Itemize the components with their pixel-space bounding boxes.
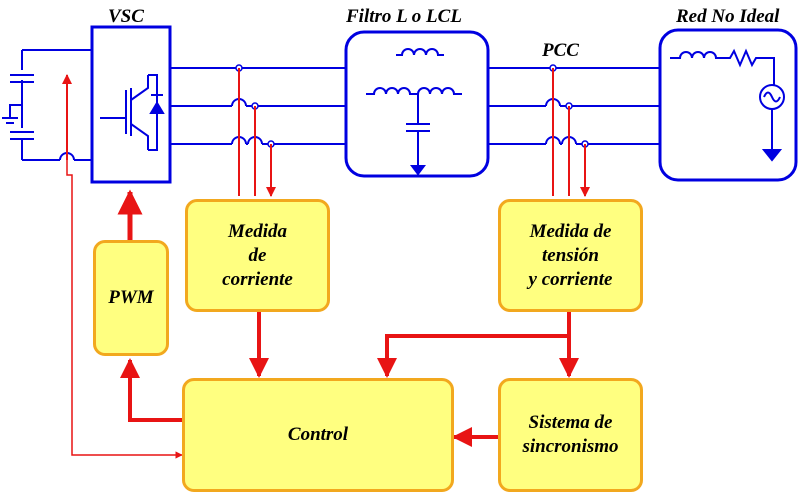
grid-impedance <box>670 48 775 85</box>
grid-label: Red No Ideal <box>676 6 780 27</box>
filter-label: Filtro L o LCL <box>346 6 462 27</box>
power-circuit <box>2 25 798 184</box>
pcc-label: PCC <box>542 40 579 61</box>
current-measurement-label: Medida de corriente <box>222 220 293 290</box>
filter-inductor-top <box>396 48 444 56</box>
voltage-current-measurement-label: Medida de tensión y corriente <box>528 220 613 290</box>
dc-ground <box>2 104 22 124</box>
filter-box <box>344 30 490 178</box>
vsc-box <box>90 25 172 184</box>
current-measurement-block: Medida de corriente <box>185 199 330 312</box>
filter-inductors <box>366 87 462 95</box>
signal-lines <box>62 68 585 459</box>
sync-block: Sistema de sincronismo <box>498 378 643 492</box>
phase-lines-vsc <box>170 67 346 145</box>
control-block: Control <box>182 378 454 492</box>
dc-capacitors <box>10 74 34 140</box>
grid-box <box>658 28 798 182</box>
sync-label: Sistema de sincronismo <box>522 412 619 457</box>
control-label: Control <box>287 424 349 445</box>
pwm-block: PWM <box>93 240 169 356</box>
filter-capacitor <box>406 94 430 166</box>
igbt-symbol <box>100 74 165 151</box>
vsc-label: VSC <box>108 6 144 27</box>
voltage-current-measurement-block: Medida de tensión y corriente <box>498 199 643 312</box>
pwm-label: PWM <box>108 287 154 308</box>
phase-lines-pcc <box>488 67 660 145</box>
